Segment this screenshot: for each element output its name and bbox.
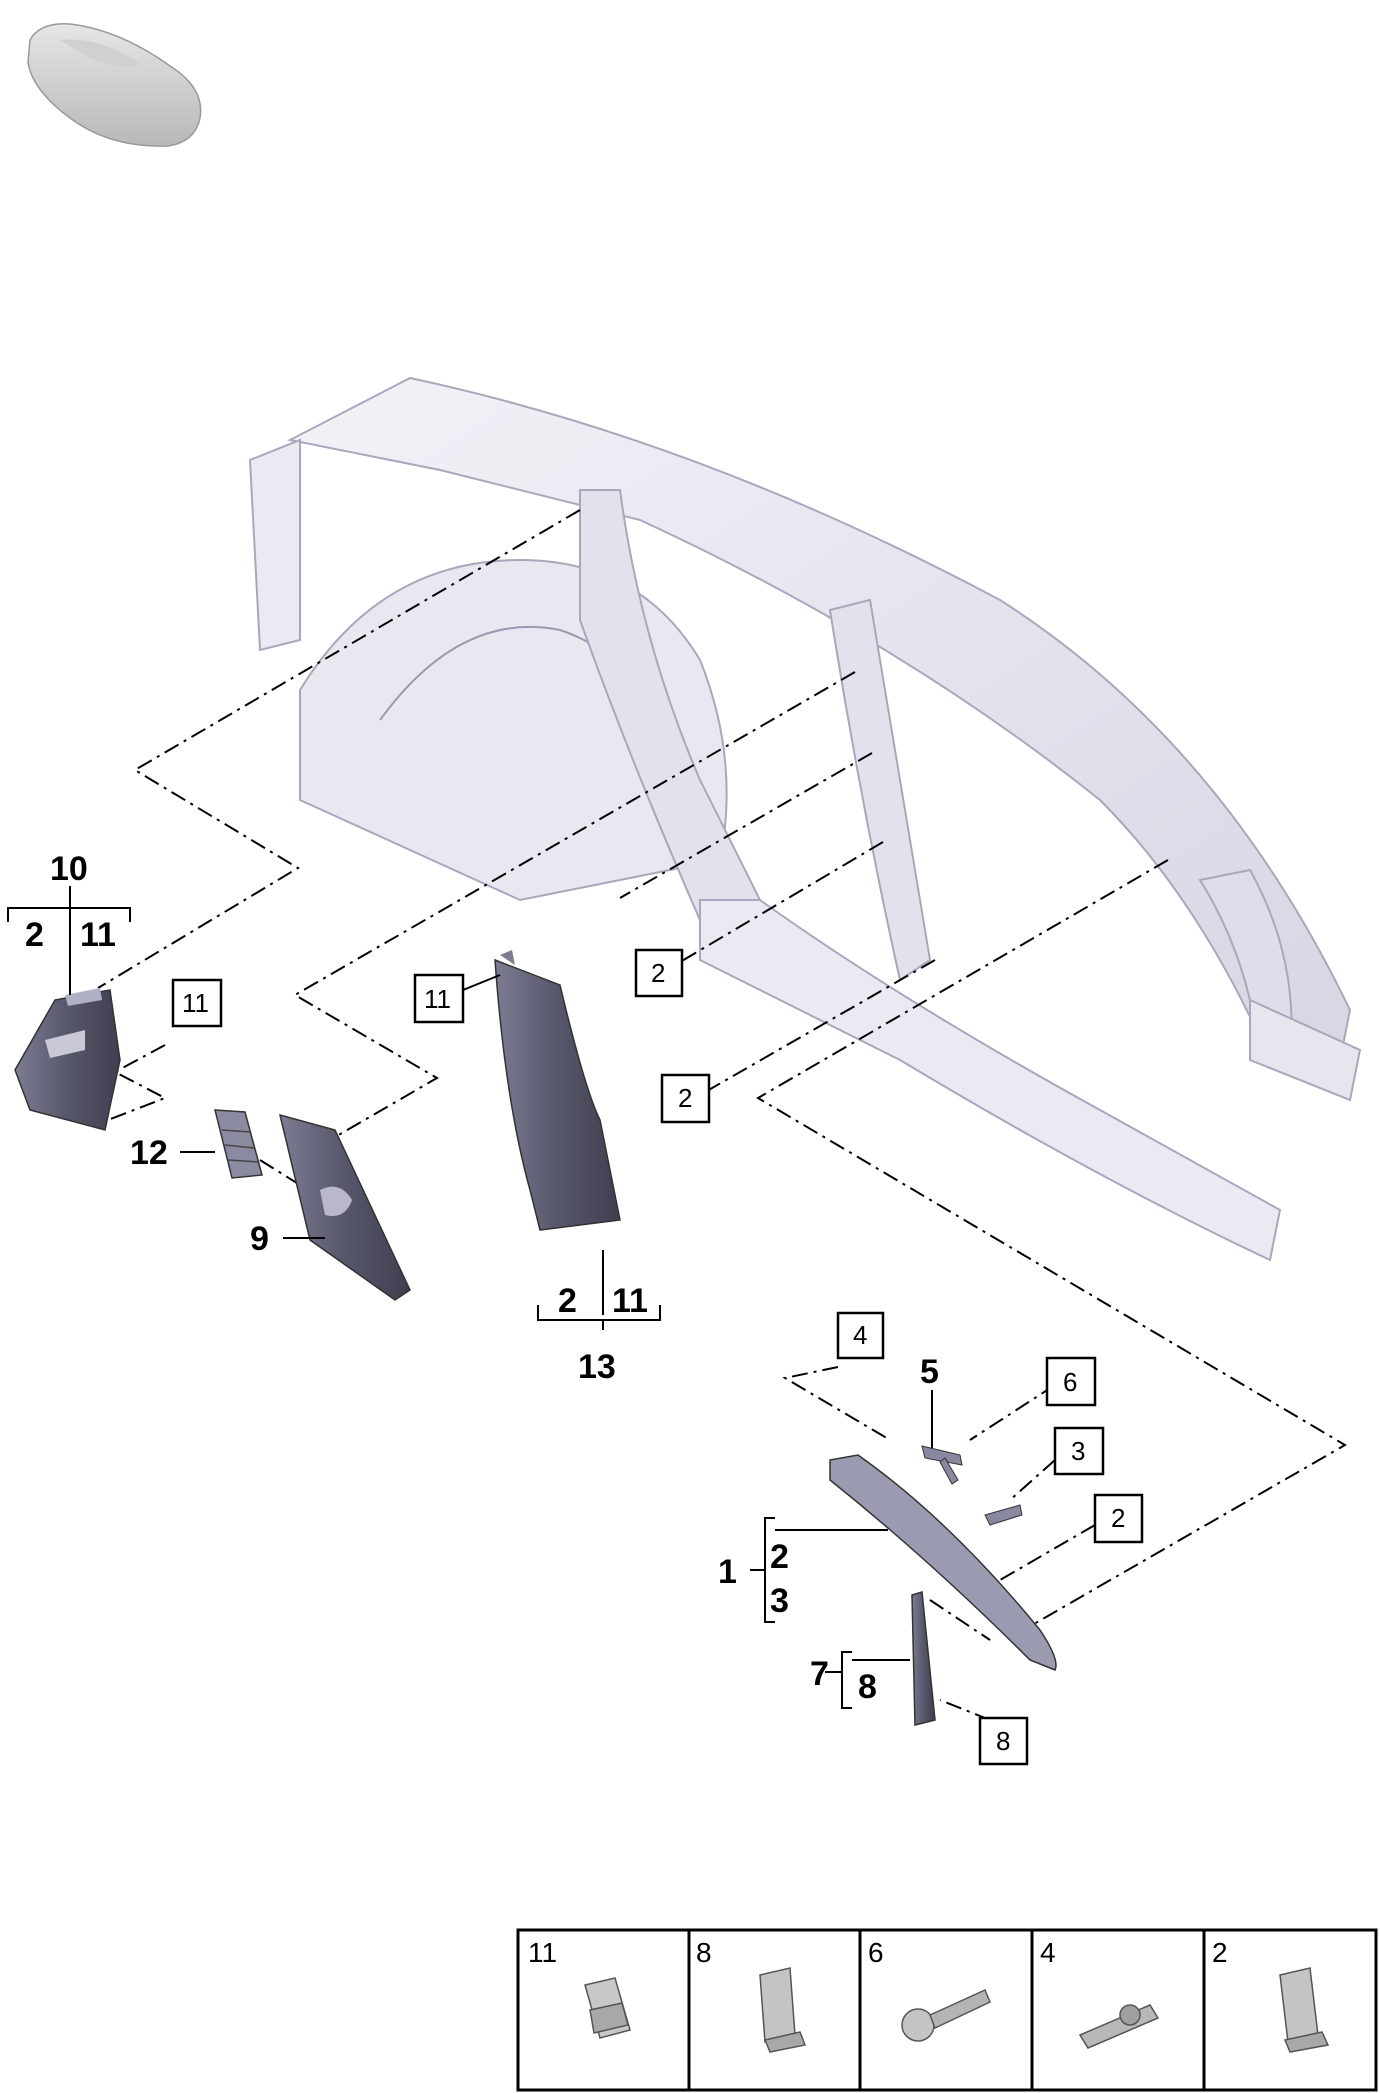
car-thumbnail-icon — [27, 23, 202, 147]
callout-box-2a-label: 2 — [651, 958, 665, 988]
body-side-frame — [248, 376, 1362, 1262]
callout-10-sub-2: 2 — [25, 916, 44, 954]
callout-9: 9 — [250, 1220, 269, 1258]
part-9-trim-panel — [278, 1113, 411, 1301]
callout-13-sub-11: 11 — [612, 1282, 648, 1320]
callout-1: 1 — [718, 1553, 737, 1591]
legend-num-2: 8 — [696, 1937, 712, 1968]
legend-num-5: 2 — [1212, 1937, 1228, 1968]
callout-box-2c-label: 2 — [1111, 1503, 1125, 1533]
callout-12: 12 — [130, 1134, 168, 1172]
legend-num-4: 4 — [1040, 1937, 1056, 1968]
callout-13: 13 — [578, 1348, 616, 1386]
callout-box-2a — [634, 948, 684, 998]
part-7-bracket — [911, 1591, 936, 1726]
part-10-trim-panel — [14, 988, 121, 1131]
callout-box-11b — [413, 973, 465, 1024]
callout-box-11a — [171, 978, 223, 1028]
part-5-bracket — [921, 1445, 963, 1485]
callout-1-sub-3: 3 — [770, 1582, 789, 1620]
callout-box-11b-label: 11 — [424, 984, 451, 1014]
callout-box-2b — [660, 1073, 711, 1124]
callout-box-2c — [1093, 1493, 1144, 1544]
legend-num-1: 11 — [528, 1937, 557, 1968]
callout-box-6 — [1045, 1356, 1097, 1407]
callout-box-6-label: 6 — [1063, 1367, 1077, 1397]
part-13-trim-panel — [494, 950, 621, 1231]
callouts: 10 2 11 12 9 2 11 13 5 1 2 3 7 8 — [25, 850, 939, 1706]
clip-icon — [584, 1977, 631, 2039]
part-1-a-pillar-trim — [829, 1454, 1057, 1671]
part-3-clip — [984, 1504, 1023, 1526]
assembly-lines — [97, 509, 1347, 1721]
callout-box-4 — [836, 1311, 885, 1360]
leader-lines — [7, 886, 933, 1709]
fastener-legend: 11 8 6 4 2 — [516, 1928, 1378, 2092]
callout-1-sub-2: 2 — [770, 1538, 789, 1576]
stud-icon — [1078, 2004, 1160, 2049]
callout-10: 10 — [50, 850, 88, 888]
callout-5: 5 — [920, 1353, 939, 1391]
retainer-clip-icon — [1279, 1967, 1330, 2053]
callout-7-sub-8: 8 — [858, 1668, 877, 1706]
callout-box-11a-label: 11 — [182, 988, 209, 1018]
callout-box-3 — [1053, 1426, 1105, 1476]
part-12-bracket — [214, 1109, 263, 1179]
callout-box-8 — [978, 1716, 1029, 1766]
boxed-callouts: 11 11 2 2 4 6 3 2 8 — [171, 948, 1144, 1766]
callout-box-2b-label: 2 — [678, 1083, 692, 1113]
legend-num-3: 6 — [868, 1937, 884, 1968]
callout-13-sub-2: 2 — [558, 1282, 577, 1320]
callout-box-8-label: 8 — [996, 1726, 1010, 1756]
screw-icon — [901, 1988, 991, 2042]
spring-clip-icon — [759, 1967, 807, 2053]
callout-7: 7 — [810, 1655, 829, 1693]
callout-box-4-label: 4 — [853, 1320, 867, 1350]
callout-10-sub-11: 11 — [80, 916, 116, 954]
callout-box-3-label: 3 — [1071, 1436, 1085, 1466]
